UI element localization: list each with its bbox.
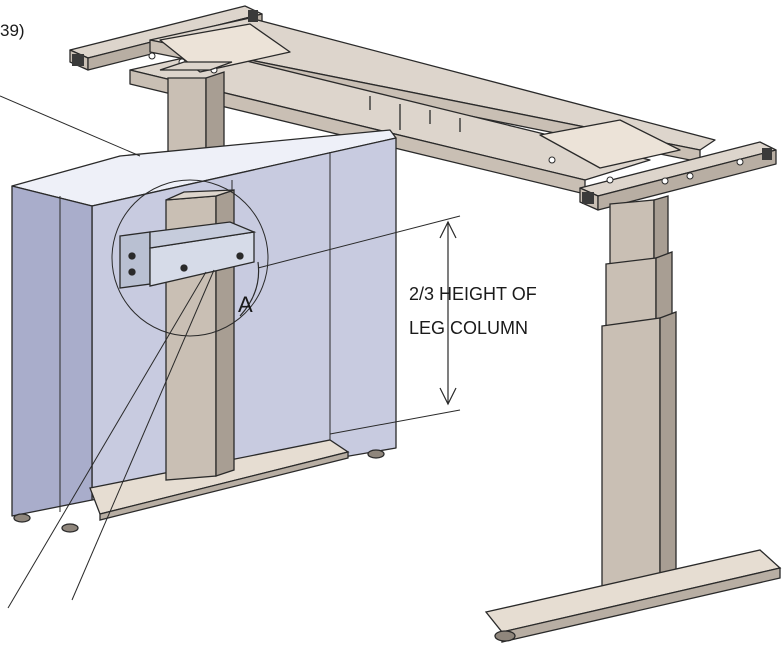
left-foot: [13, 439, 385, 533]
height-dimension: [439, 220, 457, 406]
partial-reference-label: 39): [0, 21, 25, 40]
mount-plate-left: [159, 23, 291, 73]
upper-frame: [69, 5, 777, 211]
tube-end-caps: [72, 10, 772, 204]
leader-lines: [0, 95, 461, 609]
right-leg: [601, 195, 677, 589]
mounting-bracket: [119, 221, 257, 289]
right-foot: [484, 549, 782, 643]
detail-circle: [111, 179, 269, 337]
detail-arrow: [239, 261, 260, 317]
panel-side: [11, 185, 93, 517]
detail-marker-label: A: [238, 292, 253, 317]
height-label-line2: LEG COLUMN: [409, 318, 528, 338]
left-leg-upper: [159, 61, 233, 153]
mount-plate-right: [539, 119, 681, 169]
height-label-line1: 2/3 HEIGHT OF: [409, 284, 537, 304]
